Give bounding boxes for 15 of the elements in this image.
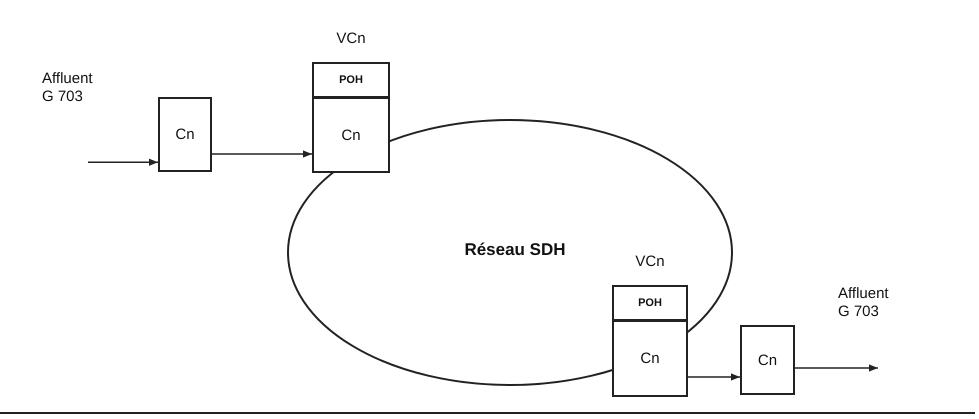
container-field: POH: [612, 285, 688, 321]
arrow: [88, 158, 158, 166]
container-field: Cn: [312, 97, 390, 173]
container-heading: VCn: [634, 253, 666, 270]
container-box: Cn: [158, 97, 212, 172]
container-heading: VCn: [335, 30, 367, 47]
network-label: Réseau SDH: [463, 240, 567, 258]
container-field: Cn: [612, 320, 688, 397]
arrow: [688, 373, 740, 381]
arrow: [795, 364, 878, 372]
signal-label: Affluent G 703: [42, 70, 94, 106]
container-field: POH: [312, 62, 390, 98]
arrow: [212, 150, 312, 158]
container-box: Cn: [740, 325, 795, 395]
signal-label: Affluent G 703: [838, 285, 890, 321]
